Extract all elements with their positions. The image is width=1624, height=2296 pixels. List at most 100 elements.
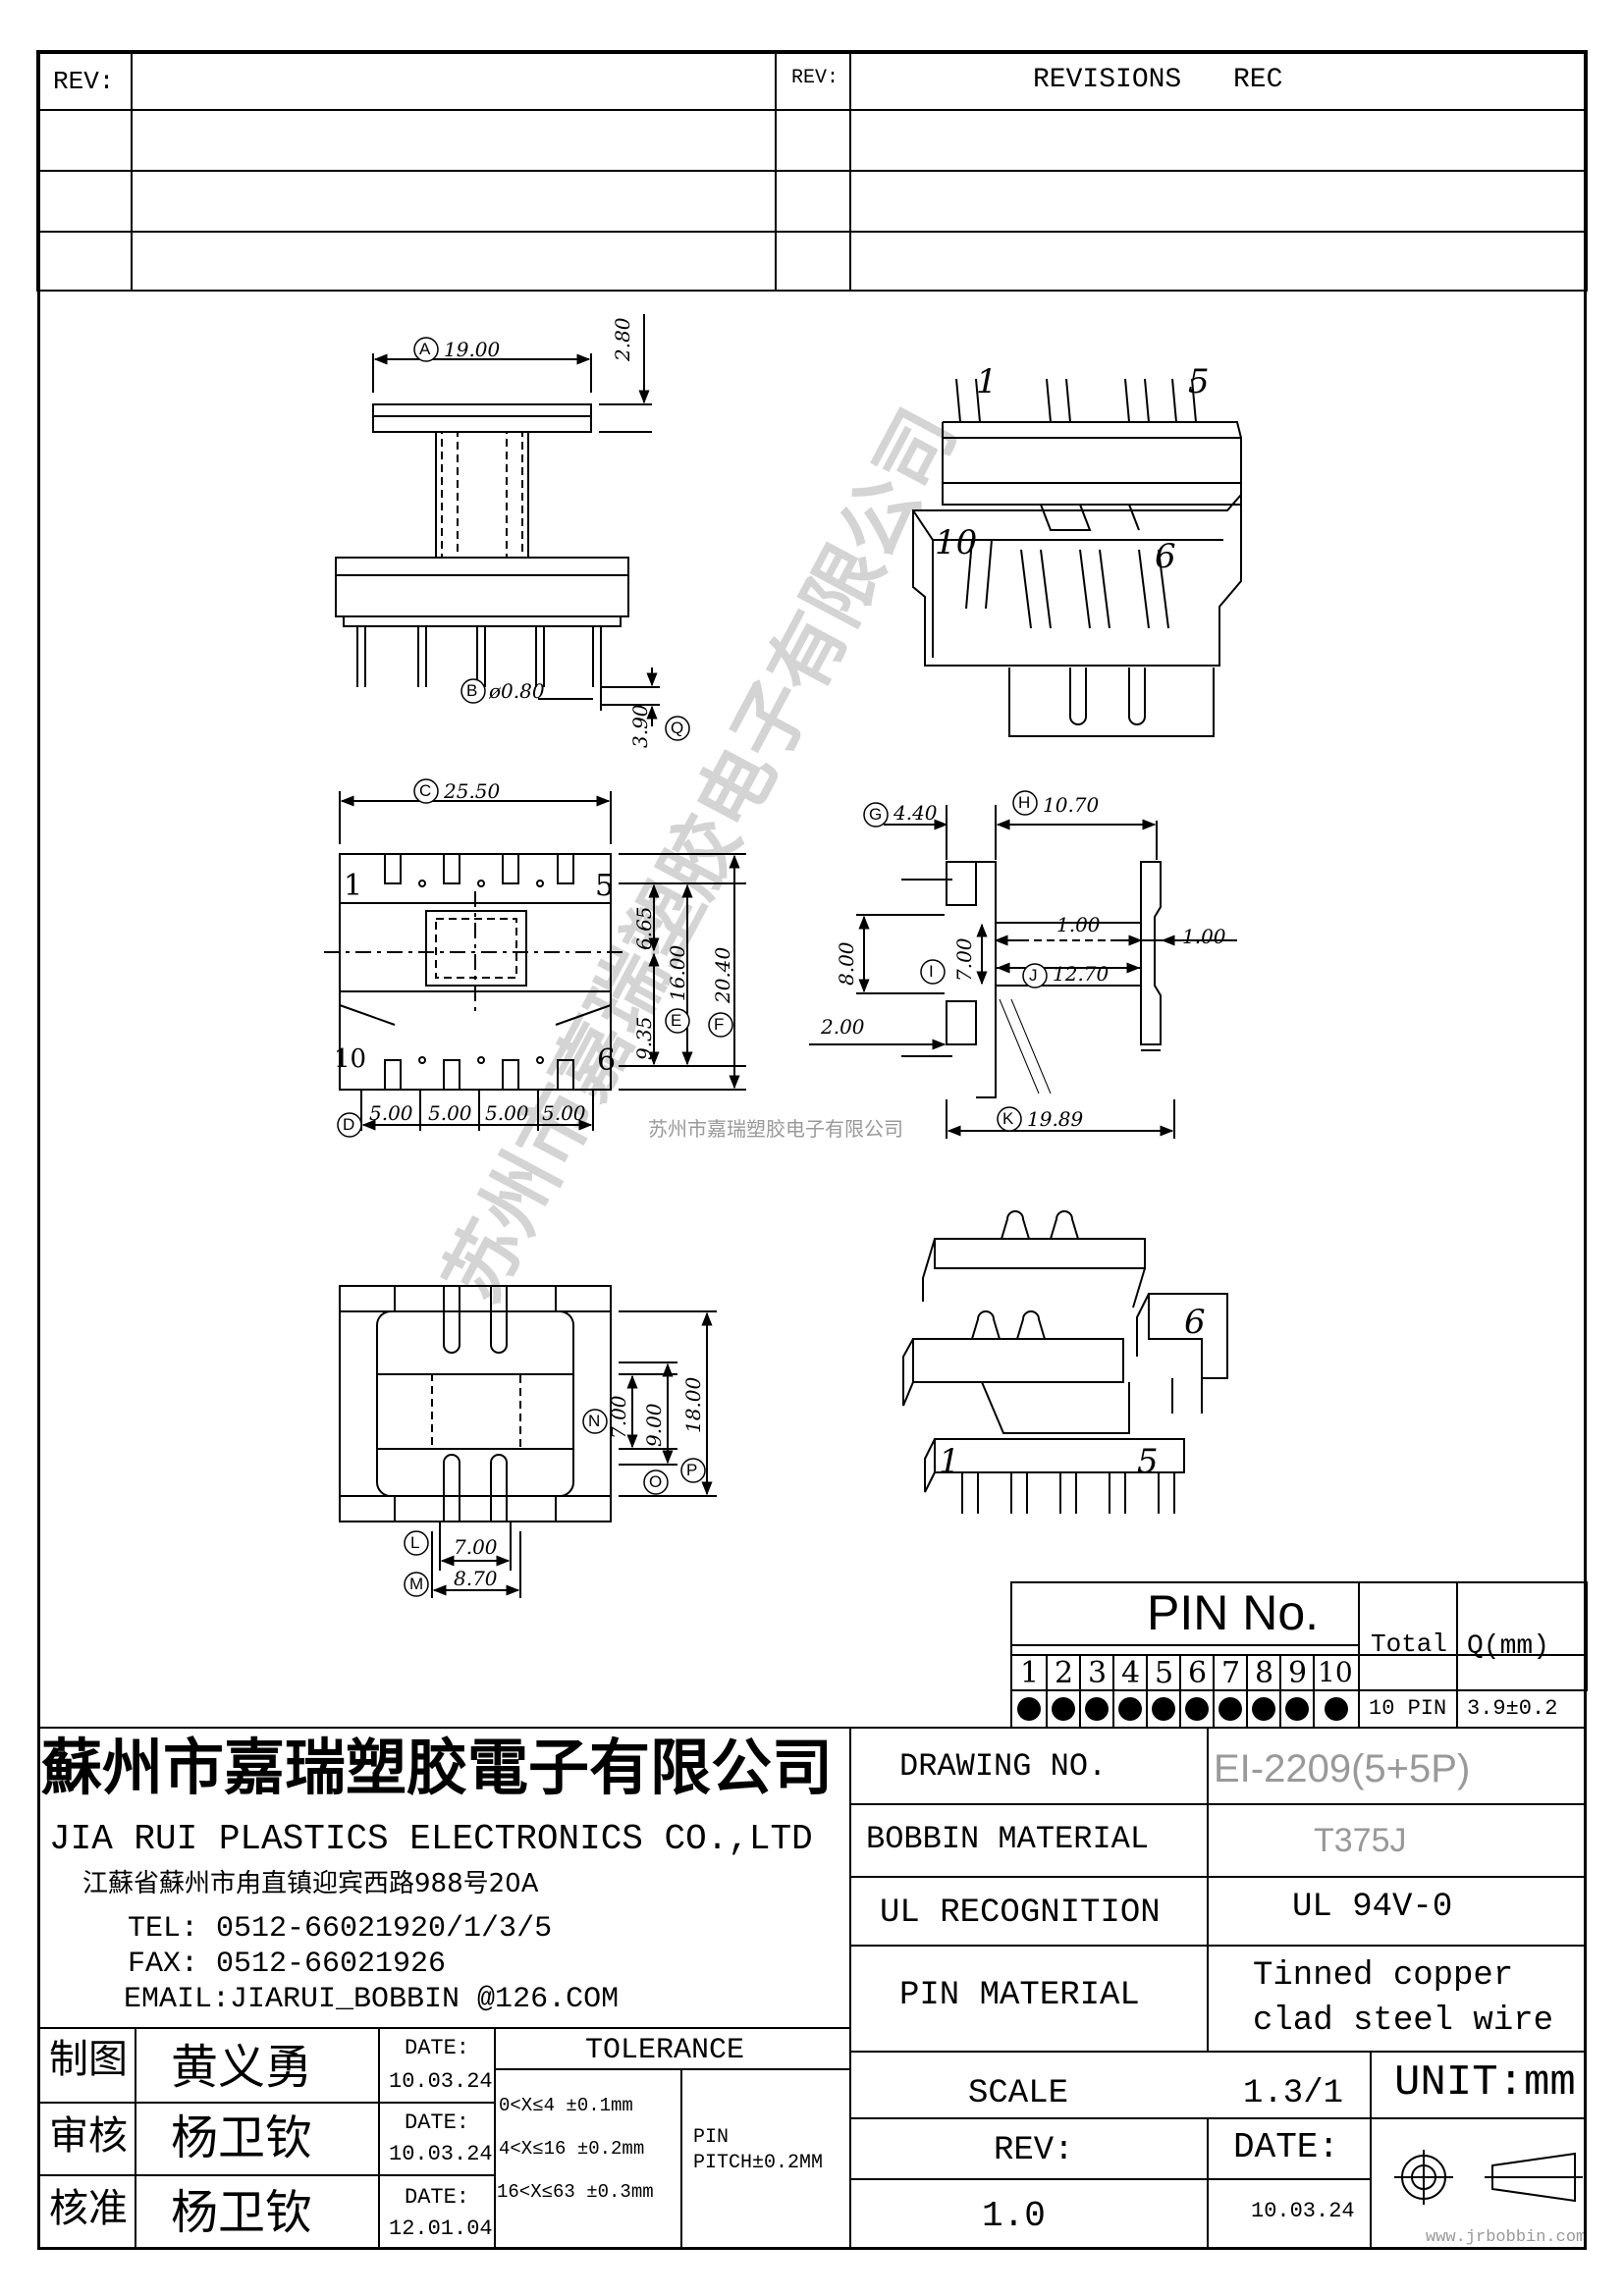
dim-100a: 1.00 — [1056, 913, 1101, 936]
iso-bot-pin-6: 6 — [1184, 1303, 1206, 1342]
dim-p: 18.00 — [681, 1376, 705, 1433]
dim-h: 10.70 — [1043, 793, 1100, 817]
dim-q: 3.90 — [628, 704, 652, 748]
pin-q-value: 3.9±0.2 — [1467, 1696, 1558, 1721]
dim-o: 9.00 — [642, 1403, 666, 1447]
signoff-date-label-2: DATE: — [405, 2110, 470, 2135]
drawing-no-label: DRAWING NO. — [899, 1748, 1108, 1785]
signoff-name-3: 杨卫钦 — [171, 2185, 313, 2240]
pin-label-10: 10 — [334, 1044, 367, 1074]
company-tel: TEL: 0512-66021920/1/3/5 — [128, 1912, 553, 1946]
balloon-g: G — [869, 805, 883, 824]
balloon-m: M — [409, 1575, 424, 1593]
iso-pin-1: 1 — [976, 362, 998, 401]
rev-label: REV: — [994, 2132, 1074, 2169]
pin-col-7: 7 — [1221, 1656, 1241, 1690]
rev-label-right: REV: — [791, 67, 839, 89]
dim-top-height: 2.80 — [611, 317, 634, 361]
unit-label: UNIT:mm — [1394, 2058, 1576, 2108]
balloon-d: D — [343, 1115, 355, 1134]
iso-bot-pin-5: 5 — [1137, 1442, 1159, 1481]
scale-label: SCALE — [968, 2075, 1069, 2112]
watermark-url: www.jrbobbin.com — [1426, 2228, 1587, 2247]
signoff-date-1: 10.03.24 — [389, 2069, 493, 2094]
tolerance-title: TOLERANCE — [585, 2034, 745, 2067]
isometric-view-bottom — [902, 1210, 1228, 1514]
signoff-date-label-3: DATE: — [405, 2185, 470, 2210]
front-view — [335, 314, 660, 726]
balloon-l: L — [410, 1533, 420, 1552]
rev-value: 1.0 — [982, 2196, 1046, 2236]
dim-d-4: 5.00 — [542, 1101, 586, 1125]
dim-n: 7.00 — [607, 1395, 630, 1439]
dim-100b: 1.00 — [1182, 925, 1226, 948]
pin-material-label: PIN MATERIAL — [899, 1977, 1140, 2014]
bobbin-material-label: BOBBIN MATERIAL — [866, 1821, 1150, 1857]
balloon-i: I — [929, 962, 934, 981]
company-name-cn: 蘇州市嘉瑞塑胶電子有限公司 — [41, 1732, 834, 1803]
pin-col-5: 5 — [1155, 1656, 1174, 1690]
pin-col-9: 9 — [1288, 1656, 1308, 1690]
pin-col-6: 6 — [1188, 1656, 1208, 1690]
pin-col-10: 10 — [1318, 1656, 1353, 1688]
pin-col-3: 3 — [1088, 1656, 1108, 1690]
dim-c: 25.50 — [444, 779, 501, 803]
company-email: EMAIL:JIARUI_BOBBIN @126.COM — [124, 1983, 620, 2016]
pin-material-line2: clad steel wire — [1253, 2002, 1554, 2040]
balloon-c: C — [419, 781, 432, 800]
signoff-date-2: 10.03.24 — [389, 2142, 493, 2166]
dim-i: 7.00 — [952, 937, 976, 982]
balloon-a: A — [419, 340, 431, 358]
company-name-en: JIA RUI PLASTICS ELECTRONICS CO.,LTD — [49, 1819, 813, 1859]
ul-recognition-label: UL RECOGNITION — [880, 1895, 1161, 1932]
isometric-view-top — [912, 378, 1242, 737]
dim-a: 19.00 — [444, 338, 501, 361]
date-label: DATE: — [1233, 2127, 1340, 2167]
balloon-q: Q — [671, 719, 684, 737]
signoff-role-3: 核准 — [49, 2186, 128, 2231]
dim-b: ø0.80 — [489, 679, 545, 703]
tolerance-row-3: 16<X≤63 ±0.3mm — [497, 2181, 654, 2203]
watermark-company: 苏州市嘉瑞塑胶电子有限公司 — [648, 1117, 903, 1141]
pin-label-1: 1 — [344, 869, 363, 903]
section-view — [809, 805, 1237, 1139]
bobbin-material-value: T375J — [1314, 1822, 1407, 1859]
company-address: 江蘇省蘇州市甪直镇迎宾西路988号20A — [82, 1869, 539, 1898]
iso-pin-5: 5 — [1188, 362, 1210, 401]
pin-col-8: 8 — [1255, 1656, 1274, 1690]
balloon-o: O — [649, 1472, 663, 1491]
title-block-grid — [37, 1727, 1587, 2250]
iso-bot-pin-1: 1 — [939, 1442, 960, 1481]
dim-j: 12.70 — [1053, 962, 1110, 986]
balloon-f: F — [714, 1015, 725, 1034]
pin-dots — [1017, 1697, 1348, 1721]
balloon-p: P — [686, 1461, 698, 1479]
pin-material-line1: Tinned copper — [1253, 1957, 1514, 1995]
ul-recognition-value: UL 94V-0 — [1292, 1889, 1453, 1926]
signoff-role-1: 制图 — [49, 2037, 128, 2082]
revisions-heading: REVISIONS — [1033, 65, 1182, 95]
pin-table-total-label: Total — [1371, 1629, 1448, 1659]
scale-value: 1.3/1 — [1243, 2075, 1344, 2112]
balloon-h: H — [1018, 793, 1031, 812]
pin-label-6: 6 — [597, 1043, 617, 1078]
balloon-b: B — [466, 681, 478, 700]
dim-200: 2.00 — [821, 1015, 865, 1039]
pin-pitch-line1: PIN — [693, 2126, 730, 2149]
tolerance-row-2: 4<X≤16 ±0.2mm — [499, 2138, 645, 2160]
iso-pin-6: 6 — [1155, 537, 1176, 576]
dim-m: 8.70 — [454, 1567, 498, 1590]
pin-label-5: 5 — [595, 869, 615, 903]
dim-l: 7.00 — [454, 1535, 498, 1559]
pin-pitch-line2: PITCH±0.2MM — [693, 2152, 824, 2174]
dim-935: 9.35 — [632, 1016, 656, 1060]
date-value: 10.03.24 — [1251, 2199, 1355, 2223]
dim-d-3: 5.00 — [485, 1101, 529, 1125]
iso-pin-10: 10 — [935, 523, 978, 562]
bottom-view — [339, 1285, 717, 1598]
dim-i-outer: 8.00 — [835, 941, 858, 986]
dim-665: 6.65 — [632, 906, 656, 950]
dim-k: 19.89 — [1027, 1107, 1084, 1131]
balloons — [337, 337, 1048, 1597]
